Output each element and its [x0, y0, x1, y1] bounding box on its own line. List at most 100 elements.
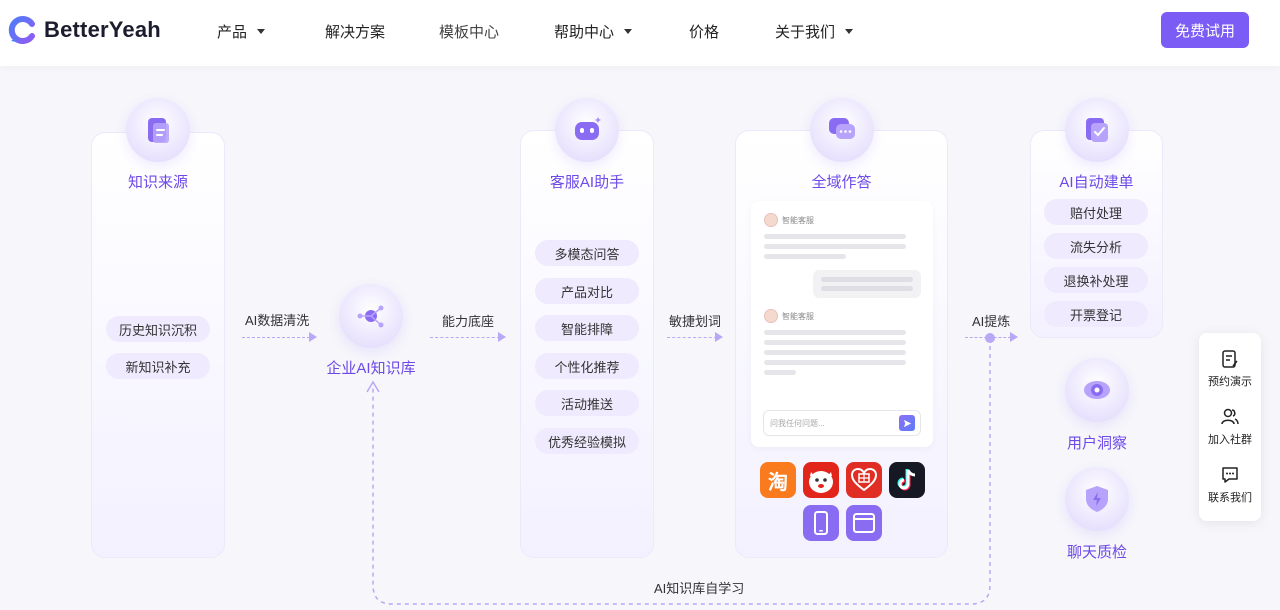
taobao-char: 淘 [768, 471, 788, 494]
auto-ticket-item: 流失分析 [1044, 233, 1148, 259]
logo-mark-icon [8, 15, 38, 45]
shield-lightning-icon [1065, 467, 1129, 531]
free-trial-button[interactable]: 免费试用 [1161, 12, 1249, 48]
send-button[interactable] [899, 415, 915, 431]
logo-text: BetterYeah [44, 17, 161, 42]
brand-logo[interactable]: BetterYeah [8, 15, 161, 45]
user-message-bubble [813, 270, 921, 298]
assistant-item: 智能排障 [535, 315, 639, 341]
checklist-icon [1065, 98, 1129, 162]
nav-about[interactable]: 关于我们 [775, 21, 854, 42]
omni-title: 全域作答 [811, 174, 872, 191]
flow-label-capability: 能力底座 [442, 314, 495, 329]
web-app-icon [846, 505, 882, 541]
chat-input[interactable]: 问我任何问题... [763, 410, 921, 436]
nav-about-label: 关于我们 [775, 24, 836, 41]
floating-contact-panel: 预约演示 加入社群 联系我们 [1199, 333, 1261, 521]
auto-ticket-item: 退换补处理 [1044, 267, 1148, 293]
chat-bubbles-icon [810, 98, 874, 162]
knowledge-source-panel [91, 132, 225, 558]
chat-preview-card: 智能客服 智能客服 问我任何问题... [751, 201, 933, 447]
book-demo-label: 预约演示 [1208, 376, 1252, 388]
arrow-right-icon [309, 332, 317, 342]
mobile-app-icon [803, 505, 839, 541]
contact-us-button[interactable]: 联系我们 [1199, 465, 1261, 505]
chat-text-line [764, 330, 906, 335]
chat-text-line [821, 277, 913, 282]
chevron-down-icon [257, 29, 266, 34]
self-learning-loop-line [366, 333, 995, 605]
chat-text-line [764, 234, 906, 239]
assistant-item: 多模态问答 [535, 240, 639, 266]
assistant-panel [520, 130, 654, 558]
douyin-icon [889, 462, 925, 498]
avatar [764, 309, 778, 323]
flow-label-refine: AI提炼 [972, 314, 1011, 329]
nav-products[interactable]: 产品 [217, 21, 266, 42]
document-icon [126, 98, 190, 162]
eye-icon [1065, 358, 1129, 422]
chat-qc-title: 聊天质检 [1066, 544, 1127, 561]
chat-text-line [764, 244, 906, 249]
nav-templates[interactable]: 模板中心 [439, 21, 499, 42]
message-icon [1222, 467, 1238, 483]
nav-solutions-label: 解决方案 [325, 24, 386, 41]
assistant-item: 优秀经验模拟 [535, 428, 639, 454]
auto-ticket-item: 开票登记 [1044, 301, 1148, 327]
join-community-button[interactable]: 加入社群 [1199, 407, 1261, 447]
nav-pricing-label: 价格 [689, 24, 720, 41]
chat-input-placeholder: 问我任何问题... [770, 418, 825, 428]
pinduoduo-icon [846, 462, 882, 498]
nav-help[interactable]: 帮助中心 [554, 21, 633, 42]
flow-label-agile: 敏捷划词 [669, 314, 722, 329]
user-insight-title: 用户洞察 [1066, 435, 1127, 452]
chat-agent-header: 智能客服 [764, 213, 814, 227]
flow-label-self-learning: AI知识库自学习 [650, 578, 749, 597]
knowledge-source-item: 新知识补充 [106, 353, 210, 379]
book-demo-button[interactable]: 预约演示 [1199, 349, 1261, 389]
taobao-icon: 淘 [760, 462, 796, 498]
arrow-right-icon [498, 332, 506, 342]
knowledge-source-title: 知识来源 [127, 174, 188, 191]
chat-text-line [764, 350, 906, 355]
flow-label-clean: AI数据清洗 [245, 313, 310, 328]
auto-ticket-item: 赔付处理 [1044, 199, 1148, 225]
chat-text-line [764, 340, 906, 345]
nav-solutions[interactable]: 解决方案 [325, 21, 385, 42]
assistant-item: 活动推送 [535, 390, 639, 416]
assistant-item: 个性化推荐 [535, 353, 639, 379]
send-icon [903, 419, 911, 427]
chat-text-line [764, 360, 906, 365]
edit-form-icon [1222, 350, 1238, 368]
join-community-label: 加入社群 [1208, 434, 1252, 446]
knowledge-source-item: 历史知识沉积 [106, 316, 210, 342]
arrow-right-icon [1010, 332, 1018, 342]
flow-arrow-line [430, 337, 500, 338]
assistant-title: 客服AI助手 [549, 174, 625, 191]
users-icon [1221, 408, 1239, 425]
nav-products-label: 产品 [217, 24, 248, 41]
nav-pricing[interactable]: 价格 [689, 21, 719, 42]
knowledge-base-title: 企业AI知识库 [326, 360, 416, 377]
chat-agent-name: 智能客服 [782, 311, 814, 321]
nav-help-label: 帮助中心 [554, 24, 615, 41]
chat-text-line [764, 370, 796, 375]
avatar [764, 213, 778, 227]
arrow-right-icon [715, 332, 723, 342]
robot-icon [555, 98, 619, 162]
flow-arrow-line [242, 337, 310, 338]
assistant-item: 产品对比 [535, 278, 639, 304]
chat-agent-header: 智能客服 [764, 309, 814, 323]
chevron-down-icon [624, 29, 633, 34]
flow-arrow-line [667, 337, 717, 338]
chat-agent-name: 智能客服 [782, 215, 814, 225]
network-icon [339, 284, 403, 348]
contact-us-label: 联系我们 [1208, 492, 1252, 504]
top-header: BetterYeah 产品 解决方案 模板中心 帮助中心 价格 关于我们 免费试… [0, 0, 1280, 66]
auto-ticket-title: AI自动建单 [1059, 174, 1134, 191]
jd-icon [803, 462, 839, 498]
nav-templates-label: 模板中心 [439, 24, 500, 41]
chat-text-line [764, 254, 846, 259]
chat-text-line [821, 286, 913, 291]
chevron-down-icon [845, 29, 854, 34]
